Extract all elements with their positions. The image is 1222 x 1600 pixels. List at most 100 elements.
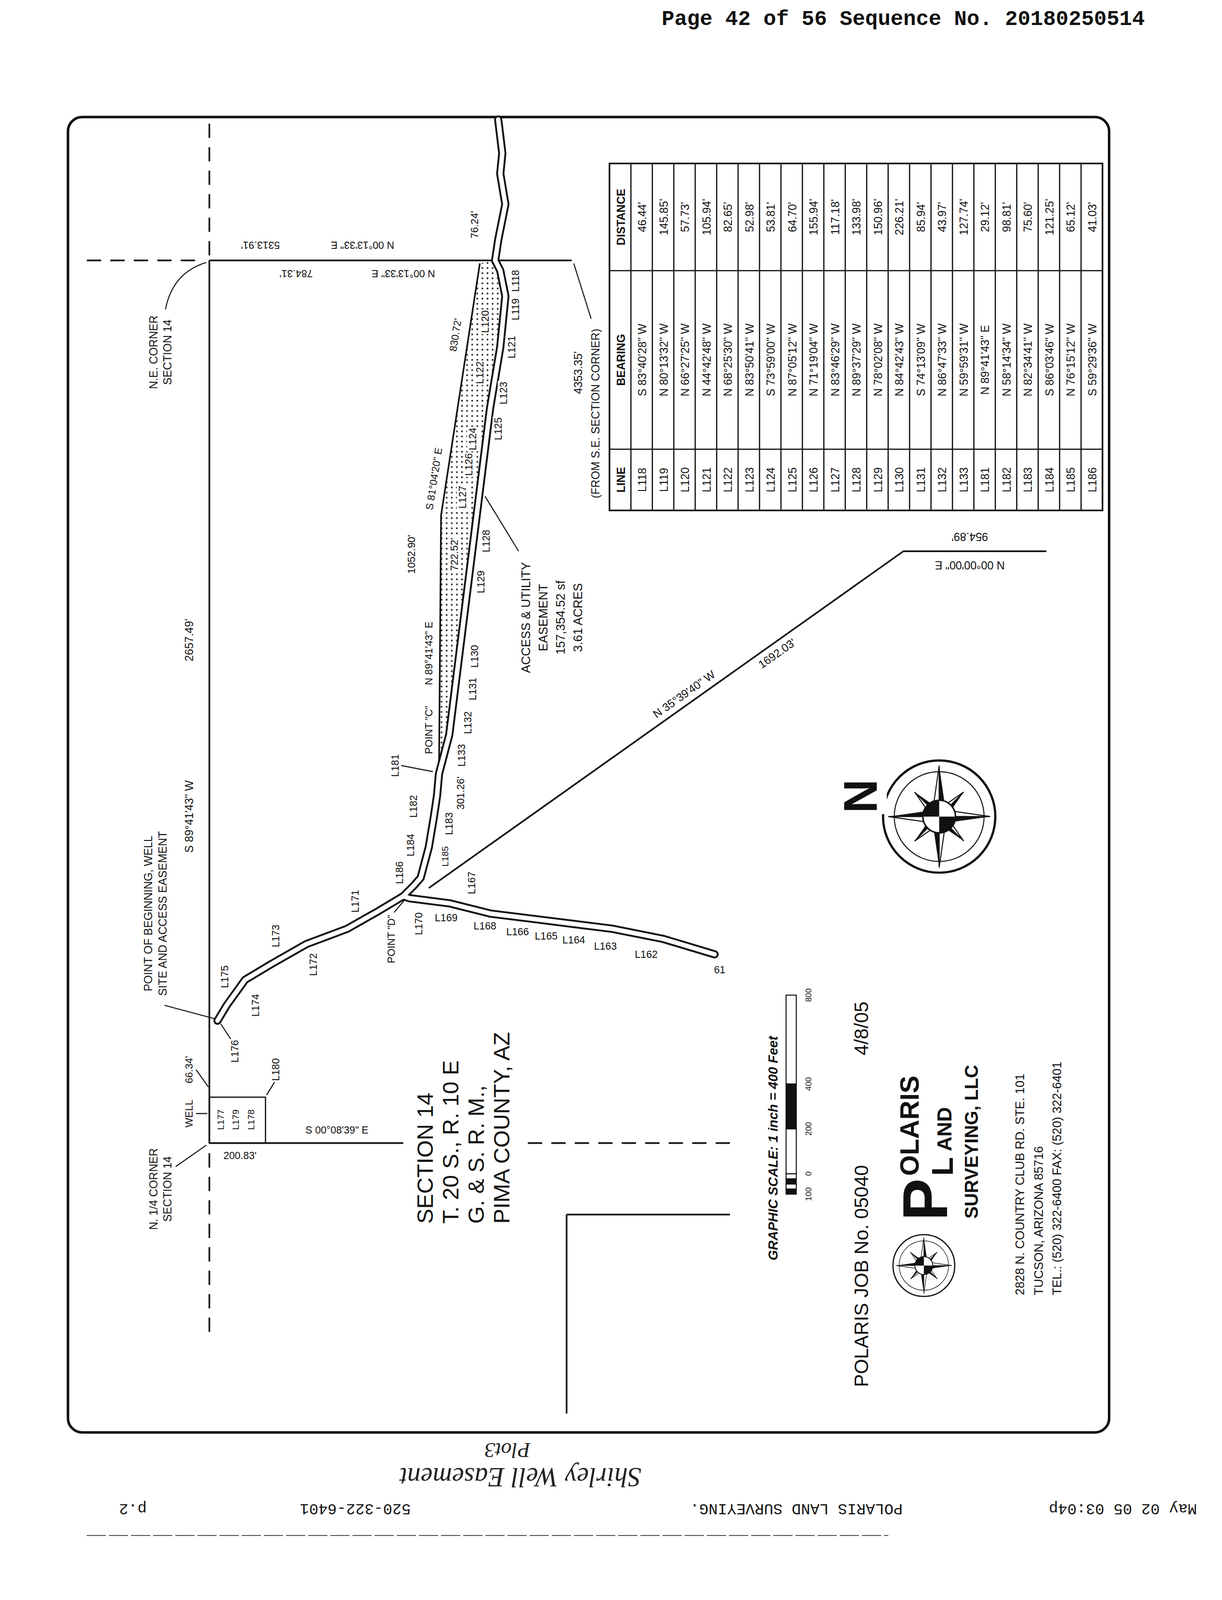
table-cell: L133 [957, 466, 970, 494]
table-cell: 121.25' [1042, 197, 1056, 237]
table-cell: L124 [764, 466, 777, 494]
table-cell: 145.85' [656, 197, 670, 237]
fax-rule-line [86, 1535, 889, 1537]
line-number: L182 [407, 793, 419, 819]
line-number: L131 [467, 676, 479, 702]
table-cell: 155.94' [806, 197, 820, 237]
fax-header: POLARIS LAND SURVEYING. [689, 1499, 904, 1517]
table-cell: 133.98' [849, 197, 863, 237]
line-number: L167 [466, 870, 478, 896]
distance-label: 4353.35' [571, 350, 585, 396]
table-cell: L119 [656, 467, 670, 494]
logo-text: OLARIS [895, 1074, 925, 1177]
bearing-label: S 89°41'43" W [182, 779, 196, 855]
table-cell: N 89°41'43" E [978, 324, 991, 396]
line-number: L180 [270, 1057, 282, 1082]
section-label: SECTION 14 [413, 1092, 439, 1225]
distance-label: 76.24' [468, 209, 481, 240]
distance-label: 1692.03' [754, 636, 799, 673]
table-cell: S 86°03'46" W [1042, 322, 1056, 398]
scale-label: GRAPHIC SCALE: 1 inch = 400 Feet [766, 1035, 781, 1262]
table-cell: N 71°19'04" W [806, 322, 820, 398]
line-number: L170 [413, 911, 425, 936]
table-cell: L121 [699, 466, 713, 494]
table-cell: N 83°50'41" W [742, 322, 755, 398]
scale-tick-label: 400 [805, 1076, 815, 1093]
table-cell: N 66°27'25" W [678, 322, 691, 398]
line-number: L171 [349, 889, 361, 914]
table-cell: N 89°37'29" W [849, 322, 863, 398]
line-number: L129 [475, 569, 487, 595]
table-cell: 226.21' [892, 197, 906, 237]
section-label: PIMA COUNTY, AZ [490, 1031, 515, 1226]
table-cell: L131 [914, 466, 927, 494]
table-cell: L184 [1042, 466, 1056, 494]
bearing-label: N 00°13'33" E [370, 268, 436, 280]
table-cell: 82.65' [721, 200, 734, 234]
page-header: Page 42 of 56 Sequence No. 20180250514 [661, 7, 1145, 31]
line-number: L120 [479, 309, 491, 334]
table-header: BEARING [613, 333, 627, 388]
hatched-easement [439, 260, 506, 774]
scale-tick-label: 800 [805, 987, 815, 1004]
line-table-grid [609, 163, 1103, 511]
table-cell: S 59°29'36" W [1085, 322, 1099, 398]
line-number: L121 [506, 334, 518, 360]
line-number: L177 [216, 1108, 227, 1132]
line-number: L127 [456, 484, 468, 510]
table-cell: S 83°40'28" W [635, 322, 649, 398]
line-number: L130 [468, 644, 481, 669]
table-cell: N 68°25'30" W [721, 322, 734, 398]
section-label: T. 20 S., R. 10 E [439, 1059, 464, 1226]
table-cell: N 84°42'43" W [892, 322, 906, 398]
line-number: L166 [505, 926, 530, 938]
logo-letter: L [925, 1156, 960, 1178]
table-cell: L181 [978, 466, 991, 494]
distance-label: 200.83' [222, 1150, 258, 1162]
table-cell: 105.94' [699, 197, 713, 237]
table-cell: N 59°59'31" W [957, 322, 970, 398]
table-cell: 57.73' [678, 200, 691, 234]
line-number: 61 [713, 964, 727, 976]
line-number: L122 [474, 360, 486, 385]
table-cell: N 44°42'48" W [699, 322, 713, 398]
logo-text: SURVEYING, LLC [962, 1064, 984, 1221]
table-cell: 29.12' [978, 200, 991, 234]
line-number: L169 [433, 912, 459, 924]
boundary-line [429, 551, 1047, 889]
table-cell: N 87°05'12" W [785, 322, 798, 398]
plat-labels: N.E. CORNERSECTION 14S 89°41'43" W2657.4… [66, 115, 1111, 1435]
table-cell: N 80°13'32" W [656, 322, 670, 398]
table-cell: N 86°47'33" W [935, 322, 949, 398]
north-arrow-label: N [834, 778, 887, 815]
table-cell: L120 [678, 466, 691, 494]
bearing-label: N 00°13'33" E [329, 239, 396, 251]
line-number: L126 [463, 452, 475, 477]
table-cell: S 73°59'00" W [764, 322, 777, 398]
table-cell: 43.97' [935, 200, 949, 234]
table-cell: L183 [1021, 466, 1034, 494]
bearing-label: N 89°41'43" E [423, 620, 435, 687]
road-inner [403, 896, 715, 955]
table-cell: L130 [892, 466, 906, 494]
line-number: L178 [247, 1108, 258, 1132]
table-cell: 53.81' [764, 200, 777, 234]
plat-drawing [66, 115, 1111, 1435]
distance-label: 2657.49' [182, 617, 196, 663]
distance-label: 954.89' [950, 531, 989, 544]
leader-line [164, 262, 592, 1167]
table-cell: 117.18' [828, 198, 841, 236]
line-number: L184 [404, 832, 416, 858]
line-number: L164 [561, 934, 586, 946]
table-cell: N 78°02'08" W [871, 322, 884, 398]
line-number: L128 [480, 528, 492, 554]
easement-label: 157,354.52 sf [554, 579, 569, 656]
line-number: L162 [633, 949, 659, 961]
easement-label: 3.61 ACRES [572, 582, 586, 653]
point-label: SITE AND ACCESS EASEMENT [156, 830, 169, 998]
easement-label: EASEMENT [537, 583, 551, 653]
line-number: L163 [593, 940, 618, 952]
corner-label: SECTION 14 [161, 318, 174, 387]
distance-label: 722.52' [448, 536, 460, 572]
